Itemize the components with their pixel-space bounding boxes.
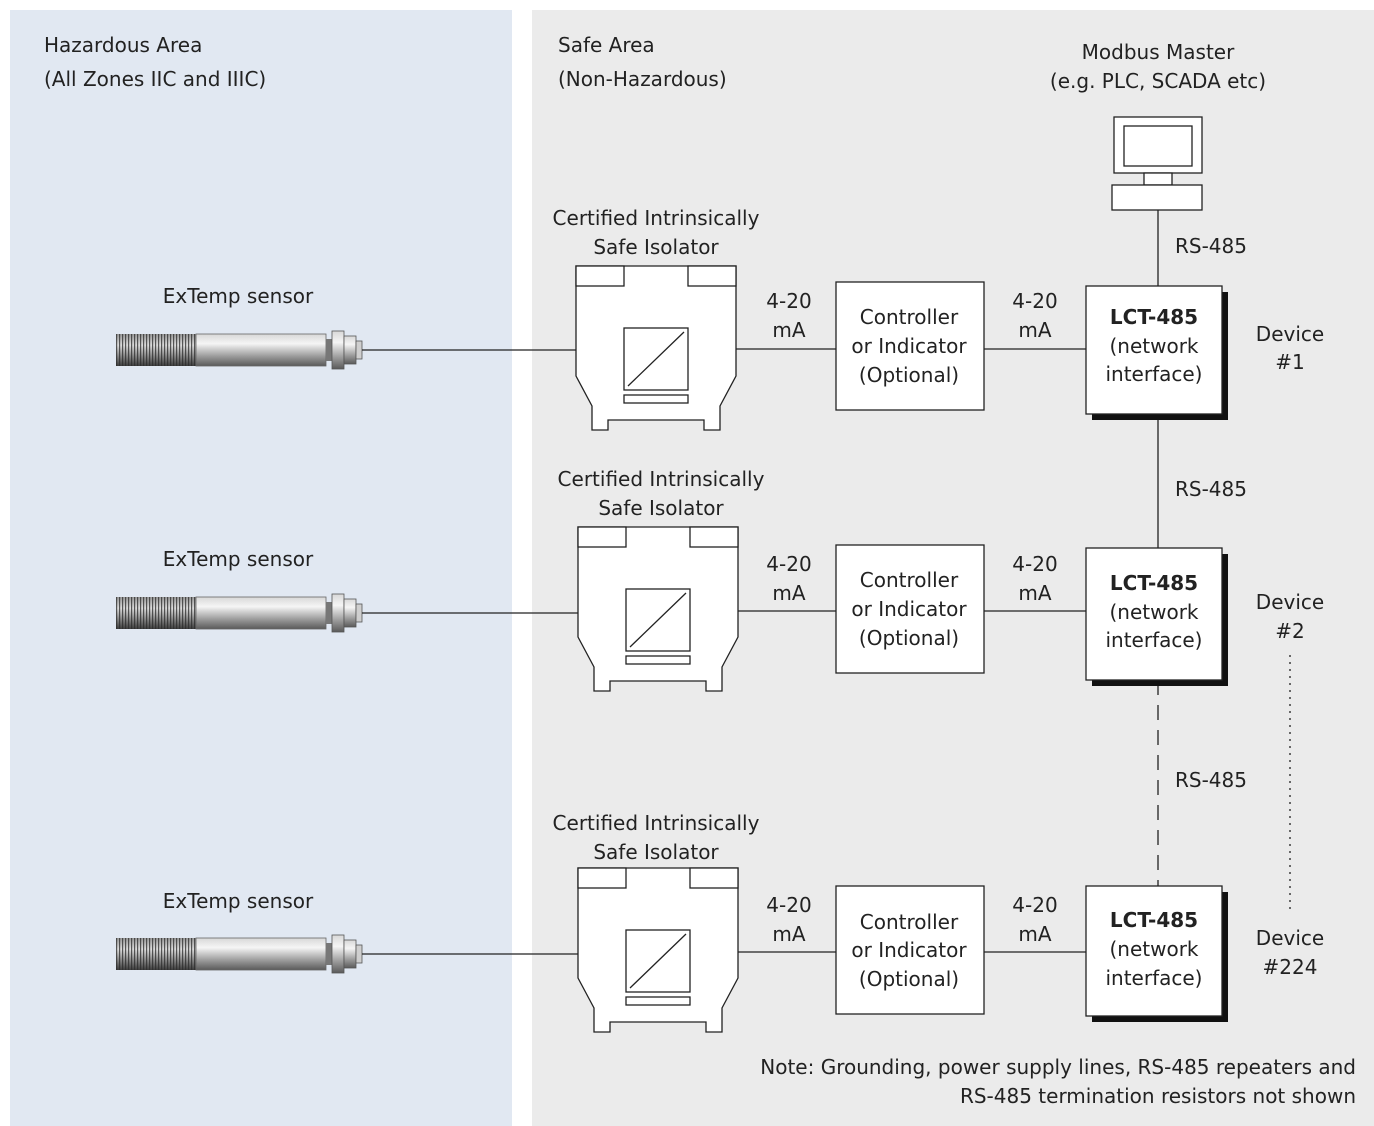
signal-label-right: mA (1018, 581, 1051, 605)
lct-label: interface) (1105, 362, 1202, 386)
controller-box (835, 544, 985, 674)
isolator-label: Certified Intrinsically (558, 467, 765, 491)
lct-label: (network (1109, 937, 1198, 961)
controller-label: Controller (860, 305, 959, 329)
sensor-label: ExTemp sensor (163, 547, 314, 571)
modbus-master-title: Modbus Master (1082, 40, 1235, 64)
controller-label: or Indicator (851, 938, 967, 962)
signal-label-left: mA (772, 318, 805, 342)
controller-label: Controller (860, 910, 959, 934)
modbus-master-subtitle: (e.g. PLC, SCADA etc) (1050, 69, 1266, 93)
rs485-label: RS-485 (1175, 768, 1247, 792)
controller-label: or Indicator (851, 597, 967, 621)
extemp-sensor-icon (115, 330, 363, 370)
device-number: #1 (1275, 350, 1304, 374)
lct-label: interface) (1105, 966, 1202, 990)
lct-485-box (1085, 285, 1223, 415)
isolator-label: Safe Isolator (598, 496, 724, 520)
signal-label-right: 4-20 (1012, 893, 1057, 917)
device-label: Device (1256, 926, 1324, 950)
sensor-label: ExTemp sensor (163, 284, 314, 308)
lct-485-box (1085, 885, 1223, 1017)
lct-label: (network (1109, 600, 1198, 624)
device-row-2: ExTemp sensor Certified Intrinsically Sa… (115, 467, 1324, 692)
signal-label-left: 4-20 (766, 552, 811, 576)
signal-label-left: mA (772, 922, 805, 946)
signal-label-left: 4-20 (766, 289, 811, 313)
extemp-sensor-icon (115, 593, 363, 633)
controller-label: (Optional) (859, 363, 959, 387)
controller-box (835, 281, 985, 411)
signal-label-right: mA (1018, 922, 1051, 946)
device-label: Device (1256, 322, 1324, 346)
rs485-label: RS-485 (1175, 477, 1247, 501)
safe-area-subtitle: (Non-Hazardous) (558, 67, 727, 91)
signal-label-right: 4-20 (1012, 289, 1057, 313)
lct-title: LCT-485 (1110, 571, 1198, 595)
lct-label: interface) (1105, 628, 1202, 652)
footnote: Note: Grounding, power supply lines, RS-… (760, 1055, 1356, 1079)
lct-title: LCT-485 (1110, 305, 1198, 329)
lct-label: (network (1109, 334, 1198, 358)
lct-title: LCT-485 (1110, 908, 1198, 932)
controller-label: Controller (860, 568, 959, 592)
isolator-label: Certified Intrinsically (553, 206, 760, 230)
device-row-224: ExTemp sensor Certified Intrinsically Sa… (115, 811, 1324, 1033)
device-number: #224 (1263, 955, 1318, 979)
hazardous-area-subtitle: (All Zones IIC and IIIC) (44, 67, 266, 91)
isolator-icon (577, 526, 739, 692)
signal-label-right: mA (1018, 318, 1051, 342)
device-row-1: ExTemp sensor Certified Intrinsically Sa… (115, 206, 1324, 431)
isolator-label: Safe Isolator (593, 840, 719, 864)
safe-area-title: Safe Area (558, 33, 655, 57)
signal-label-left: mA (772, 581, 805, 605)
signal-label-right: 4-20 (1012, 552, 1057, 576)
extemp-sensor-icon (115, 934, 363, 974)
computer-icon (1111, 116, 1203, 211)
controller-box (835, 885, 985, 1015)
isolator-icon (577, 867, 739, 1033)
sensor-label: ExTemp sensor (163, 889, 314, 913)
isolator-label: Certified Intrinsically (553, 811, 760, 835)
isolator-icon (575, 265, 737, 431)
isolator-label: Safe Isolator (593, 235, 719, 259)
footnote: RS-485 termination resistors not shown (960, 1084, 1356, 1108)
hazardous-area-title: Hazardous Area (44, 33, 202, 57)
device-label: Device (1256, 590, 1324, 614)
lct-485-box (1085, 547, 1223, 681)
device-number: #2 (1275, 619, 1304, 643)
controller-label: or Indicator (851, 334, 967, 358)
rs485-label: RS-485 (1175, 234, 1247, 258)
controller-label: (Optional) (859, 626, 959, 650)
controller-label: (Optional) (859, 967, 959, 991)
signal-label-left: 4-20 (766, 893, 811, 917)
